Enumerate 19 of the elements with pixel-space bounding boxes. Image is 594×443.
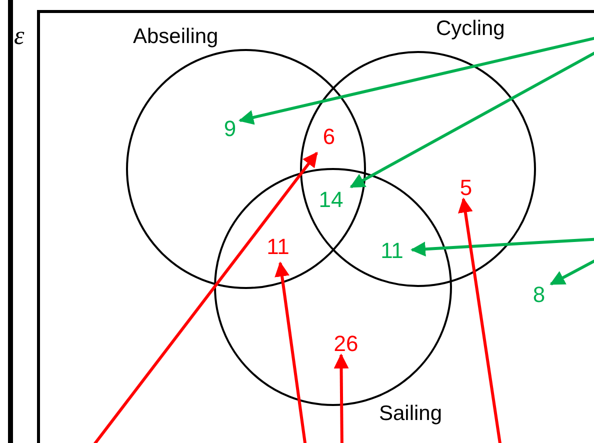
region-count: 8 [527, 282, 551, 308]
region-count: 14 [314, 187, 348, 213]
arrow [334, 354, 349, 443]
arrow [274, 262, 308, 443]
region-count: 5 [454, 175, 478, 201]
region-count: 9 [218, 116, 242, 142]
region-count: 6 [317, 124, 341, 150]
set-label: Sailing [379, 402, 442, 426]
arrow [458, 198, 502, 443]
set-label: Cycling [436, 17, 505, 41]
arrow [550, 256, 594, 286]
arrow [410, 238, 594, 257]
arrow [238, 36, 594, 125]
region-count: 11 [261, 234, 295, 260]
universal-set-symbol: ε [14, 23, 24, 49]
arrow [350, 48, 594, 188]
region-count: 26 [329, 331, 363, 357]
set-label: Abseiling [133, 25, 218, 49]
region-count: 11 [375, 238, 409, 264]
